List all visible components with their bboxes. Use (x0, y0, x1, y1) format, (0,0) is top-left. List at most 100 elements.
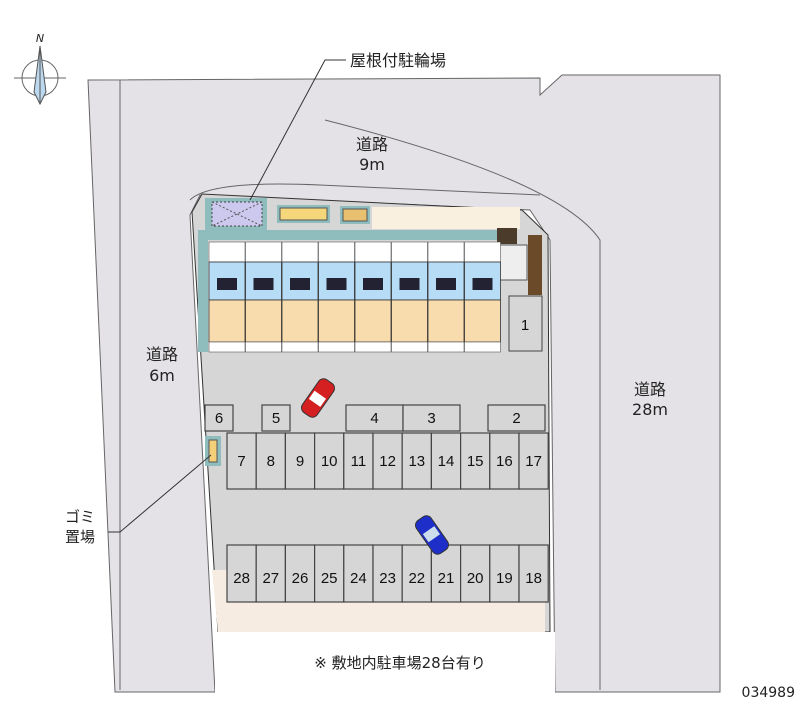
parking-number: 19 (496, 570, 513, 587)
parking-number: 10 (321, 453, 338, 470)
parking-spot-20[interactable] (460, 544, 491, 603)
parking-spot-13[interactable] (401, 432, 433, 490)
parking-number: 21 (438, 570, 455, 587)
parking-spot-6[interactable] (204, 404, 234, 432)
parking-spot-2[interactable] (487, 404, 546, 432)
parking-number: 6 (215, 410, 223, 427)
unit-entry (208, 241, 246, 263)
parking-number: 5 (272, 410, 280, 427)
parking-spot-23[interactable] (372, 544, 403, 603)
parking-spot-17[interactable] (518, 432, 549, 490)
parking-number: 1 (521, 317, 529, 334)
parking-spot-3[interactable] (402, 404, 461, 432)
unit-balcony (354, 341, 392, 353)
unit-room (245, 299, 282, 343)
unit-entry (318, 241, 355, 263)
unit-balcony (208, 341, 246, 353)
unit-entry (281, 241, 319, 263)
parking-spot-18[interactable] (518, 544, 549, 603)
parking-spot-19[interactable] (489, 544, 520, 603)
road-east-width: 28m (632, 400, 668, 419)
unit-balcony (318, 341, 355, 353)
unit-entry (391, 241, 428, 263)
unit-room (464, 299, 501, 343)
parking-number: 8 (267, 453, 275, 470)
parking-number: 17 (525, 453, 542, 470)
parking-number: 22 (408, 570, 425, 587)
parking-number: 7 (237, 453, 245, 470)
walkway (372, 207, 520, 229)
road-west-name: 道路 (146, 345, 178, 364)
parking-number: 15 (467, 453, 484, 470)
garbage-label-2: 置場 (65, 528, 95, 546)
parking-spot-8[interactable] (255, 432, 287, 490)
stair-rail (528, 235, 542, 295)
parking-number: 18 (525, 570, 542, 587)
car-red-icon (301, 378, 335, 418)
parking-number: 11 (351, 453, 367, 470)
unit-fixture (436, 278, 456, 290)
parking-number: 25 (321, 570, 338, 587)
parking-spot-5[interactable] (261, 404, 291, 432)
storage-box (279, 207, 328, 221)
road-north-name: 道路 (356, 135, 388, 154)
storage-box-2 (342, 208, 368, 222)
unit-fixture (290, 278, 310, 290)
parking-number: 14 (438, 453, 455, 470)
parking-spot-25[interactable] (314, 544, 345, 603)
parking-number: 12 (379, 453, 396, 470)
unit-room (208, 299, 246, 343)
unit-entry (354, 241, 392, 263)
parking-number: 27 (262, 570, 279, 587)
parking-spot-1[interactable] (508, 295, 543, 352)
stair-top (497, 228, 517, 244)
unit-room (391, 299, 428, 343)
parking-number: 13 (408, 453, 425, 470)
unit-fixture (472, 278, 493, 290)
parking-spot-27[interactable] (255, 544, 287, 603)
corridor-side (198, 240, 208, 352)
parking-spot-28[interactable] (226, 544, 257, 603)
street-gap (215, 632, 555, 694)
parking-number: 2 (512, 410, 520, 427)
garbage-label-1: ゴミ (65, 508, 95, 526)
shelter-cross (211, 201, 263, 227)
parking-spot-9[interactable] (284, 432, 316, 490)
unit-fixture (363, 278, 383, 290)
unit-fixture (326, 278, 347, 290)
stairs (496, 244, 528, 281)
parking-note: ※ 敷地内駐車場28台有り (314, 654, 485, 672)
parking-spot-26[interactable] (284, 544, 316, 603)
parking-spot-12[interactable] (372, 432, 403, 490)
parking-number: 9 (296, 453, 304, 470)
road-edge (324, 119, 601, 690)
parking-spot-10[interactable] (314, 432, 345, 490)
parking-number: 24 (350, 570, 367, 587)
parking-spot-15[interactable] (460, 432, 491, 490)
unit-entry (245, 241, 282, 263)
parking-number: 4 (370, 410, 378, 427)
parking-number: 3 (427, 410, 435, 427)
garbage-leader (108, 454, 212, 533)
parking-spot-24[interactable] (343, 544, 374, 603)
bicycle-leader (249, 59, 346, 201)
unit-fixture (217, 278, 237, 290)
parking-spot-7[interactable] (226, 432, 257, 490)
unit-room (281, 299, 319, 343)
unit-fixture (253, 278, 274, 290)
unit-fixture (399, 278, 420, 290)
planting-area (212, 570, 545, 632)
corridor (198, 230, 498, 240)
compass-icon (14, 45, 66, 106)
car-blue-icon (415, 515, 449, 555)
unit-balcony (391, 341, 428, 353)
parking-number: 23 (379, 570, 396, 587)
bicycle-parking-label: 屋根付駐輪場 (350, 51, 446, 70)
parking-spot-11[interactable] (343, 432, 374, 490)
road-west-width: 6m (149, 366, 175, 385)
parking-spot-14[interactable] (430, 432, 462, 490)
parking-spot-4[interactable] (345, 404, 404, 432)
unit-entry (464, 241, 501, 263)
